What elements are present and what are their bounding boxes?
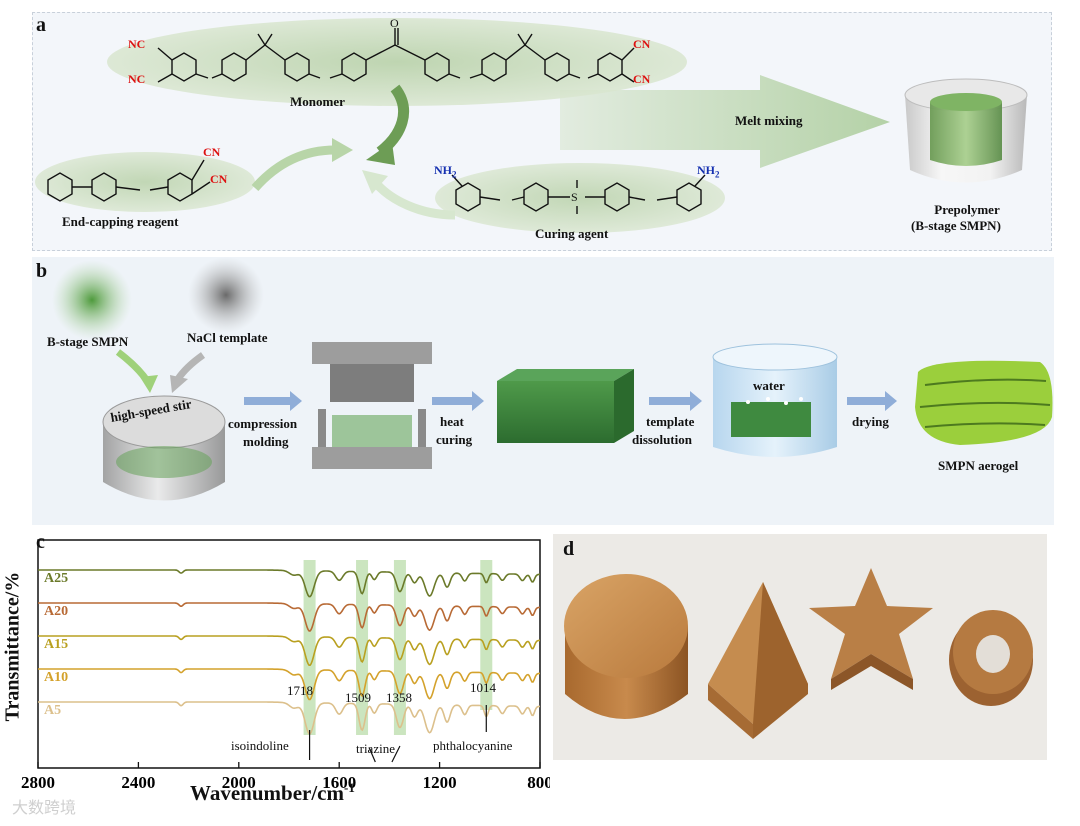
legend-A20: A20 <box>44 604 68 619</box>
melt-mixing-label: Melt mixing <box>735 113 803 128</box>
peak-1718: 1718 <box>287 683 313 698</box>
cn-label-2: CN <box>633 72 651 86</box>
panel-a-label: a <box>36 14 46 36</box>
triangle-side <box>753 582 808 739</box>
monomer-structure <box>157 28 635 83</box>
phthalocyanine-label: phthalocyanine <box>433 738 513 753</box>
monomer-highlight <box>107 18 687 106</box>
aerogel-label: SMPN aerogel <box>938 458 1019 473</box>
nacl-arrow-head <box>170 375 188 393</box>
water-label: water <box>753 378 785 393</box>
curing-agent-arrow-head <box>362 170 388 194</box>
legend-A10: A10 <box>44 670 68 685</box>
x-tick-label-1600: 1600 <box>322 773 356 792</box>
nc-label-1: NC <box>128 37 146 51</box>
band-1014 <box>480 560 493 710</box>
curing-agent-arrow <box>371 178 456 220</box>
legend-A15: A15 <box>44 637 68 652</box>
legend-A5: A5 <box>44 703 61 718</box>
molding-label: molding <box>243 434 289 449</box>
cn-label-4: CN <box>210 172 228 186</box>
cn-label-3: CN <box>203 145 221 159</box>
stir-vessel <box>102 395 226 501</box>
series-A5 <box>38 701 540 735</box>
compression-label: compression <box>228 416 298 431</box>
peak-1014: 1014 <box>470 680 496 695</box>
monomer-arrow-head <box>366 142 395 165</box>
panel-c-label: c <box>36 531 45 553</box>
annotation-arrow-2 <box>391 745 401 763</box>
cylinder-top <box>564 574 688 678</box>
end-capping-label: End-capping reagent <box>62 214 179 229</box>
x-tick-label-2800: 2800 <box>21 773 55 792</box>
cn-label-1: CN <box>633 37 651 51</box>
nacl-label: NaCl template <box>187 330 268 345</box>
nacl-powder <box>188 257 264 333</box>
prepolymer-cup <box>904 78 1028 183</box>
prepolymer-sublabel: (B-stage SMPN) <box>911 218 1001 233</box>
isoindoline-label: isoindoline <box>231 738 289 753</box>
drying-label: drying <box>852 414 889 429</box>
curing-label: curing <box>436 432 473 447</box>
star-side <box>831 654 913 690</box>
panel-d-label: d <box>563 538 575 560</box>
bstage-powder <box>52 260 132 340</box>
monomer-label: Monomer <box>290 94 345 109</box>
chart-xlabel: Wavenumber/cm-1 <box>190 780 355 805</box>
panel-b-graphics <box>52 257 1053 501</box>
x-tick-label-800: 800 <box>527 773 550 792</box>
end-capping-arrow-head <box>332 138 353 162</box>
band-1509 <box>356 560 369 735</box>
panel-b-label: b <box>36 260 48 282</box>
series-A15 <box>38 635 540 666</box>
curing-agent-structure <box>451 174 706 214</box>
dissolution-label: dissolution <box>632 432 692 447</box>
x-tick-label-2400: 2400 <box>121 773 155 792</box>
process-arrows <box>244 391 897 411</box>
curing-agent-label: Curing agent <box>535 226 609 241</box>
panel-a-graphics <box>35 18 1028 233</box>
nc-label-2: NC <box>128 72 146 86</box>
sulfone-s-label: S <box>571 190 578 204</box>
template-label: template <box>646 414 695 429</box>
nacl-arrow <box>175 352 206 382</box>
cured-block <box>497 369 634 443</box>
star-sample <box>809 568 933 679</box>
series-A20 <box>38 602 540 632</box>
series-A10 <box>38 668 540 701</box>
plot-frame <box>37 539 541 769</box>
band-1358 <box>393 560 406 735</box>
aerogel-sponge <box>915 360 1053 445</box>
peak-1509: 1509 <box>345 690 371 705</box>
compression-press <box>312 342 432 469</box>
peak-1358: 1358 <box>386 690 412 705</box>
x-tick-label-1200: 1200 <box>423 773 457 792</box>
curing-agent-highlight <box>435 163 725 233</box>
prepolymer-label: Prepolymer <box>934 202 1000 217</box>
nh2-label-1: NH2 <box>434 163 457 180</box>
end-capping-arrow <box>251 145 336 192</box>
dissolution-beaker <box>712 343 838 457</box>
annotation-arrow-1 <box>368 747 376 763</box>
shapes-photo <box>564 568 1033 739</box>
bstage-label: B-stage SMPN <box>47 334 129 349</box>
legend-A25: A25 <box>44 571 68 586</box>
end-capping-structure <box>47 159 211 202</box>
panel-d <box>553 534 1047 760</box>
ring-hole <box>976 635 1010 673</box>
heat-label: heat <box>440 414 464 429</box>
series-A25 <box>38 569 540 598</box>
x-tick-label-2000: 2000 <box>222 773 256 792</box>
triazine-label: triazine <box>356 741 395 756</box>
melt-mixing-arrow <box>560 75 890 168</box>
bstage-arrow-head <box>140 375 158 393</box>
triangle-front <box>708 684 753 739</box>
carbonyl-o-label: O <box>390 16 399 30</box>
nh2-label-2: NH2 <box>697 163 720 180</box>
watermark: 大数跨境 <box>12 798 77 817</box>
